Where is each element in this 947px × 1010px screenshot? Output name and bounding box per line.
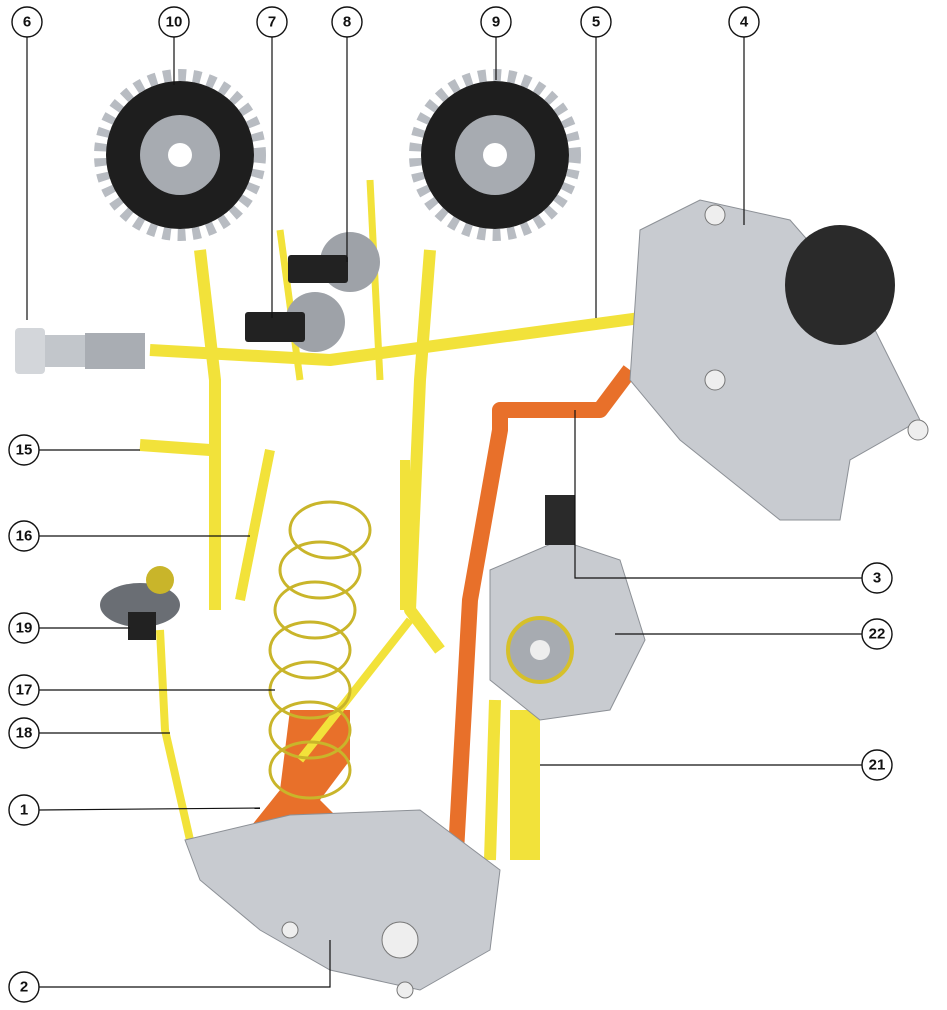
vacuum-pump-22: [489, 495, 646, 721]
callout-19: 19: [8, 612, 40, 644]
callout-10: 10: [158, 6, 190, 38]
callout-label: 16: [16, 528, 33, 545]
callout-label: 3: [873, 570, 881, 587]
callout-label: 22: [869, 626, 886, 643]
chain-tensioner: [15, 328, 145, 374]
callout-8: 8: [331, 6, 363, 38]
callout-4: 4: [728, 6, 760, 38]
intake-camshaft-sprocket: [94, 69, 266, 241]
callout-label: 17: [16, 682, 33, 699]
sensor-19: [100, 566, 180, 640]
callout-5: 5: [580, 6, 612, 38]
callout-label: 4: [740, 14, 749, 31]
solenoid-valve-8: [288, 232, 380, 292]
leader-lines: [26, 37, 862, 988]
solenoid-valve-7: [245, 292, 345, 352]
callout-label: 6: [23, 14, 31, 31]
callout-label: 15: [16, 442, 33, 459]
callout-2: 2: [8, 971, 40, 1003]
chain-guides: [139, 179, 641, 861]
callout-17: 17: [8, 674, 40, 706]
callout-18: 18: [8, 717, 40, 749]
callout-9: 9: [480, 6, 512, 38]
callout-label: 9: [492, 14, 500, 31]
callout-label: 19: [16, 620, 33, 637]
callout-21: 21: [861, 749, 893, 781]
callout-3: 3: [861, 562, 893, 594]
exhaust-camshaft-sprocket: [409, 69, 581, 241]
callout-1: 1: [8, 794, 40, 826]
callout-22: 22: [861, 618, 893, 650]
oil-pump-2: [184, 809, 501, 999]
callout-label: 7: [268, 14, 276, 31]
callout-label: 8: [343, 14, 351, 31]
callout-15: 15: [8, 434, 40, 466]
callout-label: 21: [869, 757, 886, 774]
callout-16: 16: [8, 520, 40, 552]
callout-6: 6: [11, 6, 43, 38]
callout-7: 7: [256, 6, 288, 38]
callout-label: 2: [20, 979, 28, 996]
callout-label: 10: [166, 14, 183, 31]
callout-label: 1: [20, 802, 28, 819]
pump-housing-4: [629, 199, 929, 521]
callout-label: 5: [592, 14, 600, 31]
callout-label: 18: [16, 725, 33, 742]
